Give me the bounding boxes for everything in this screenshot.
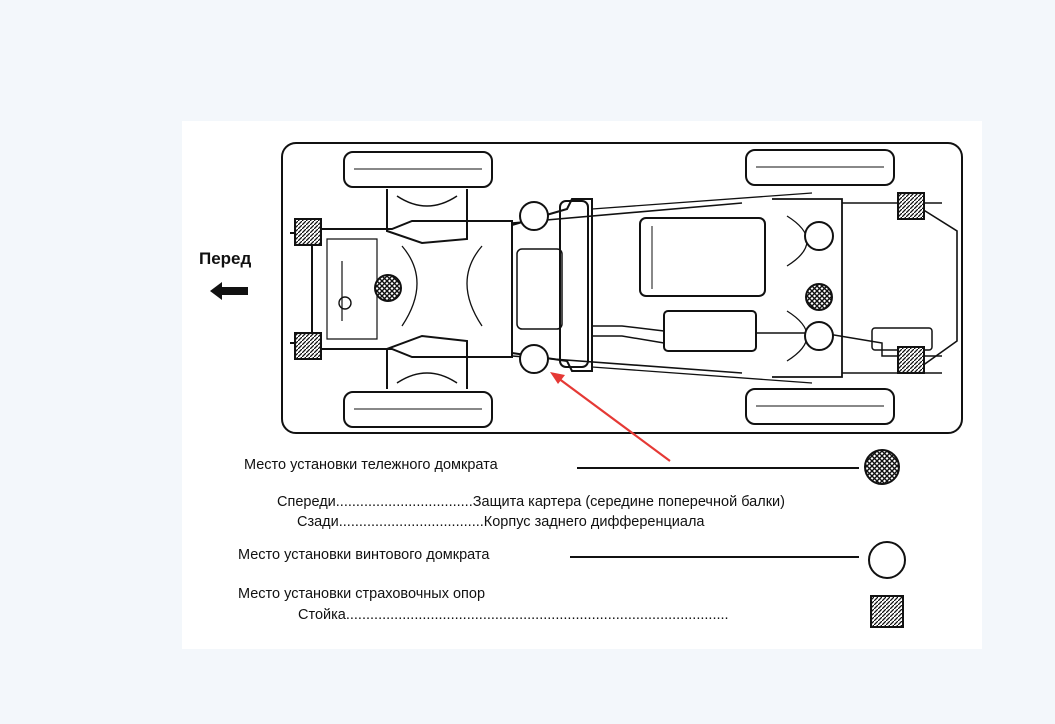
legend-rear-label: Сзади bbox=[297, 514, 339, 530]
muffler bbox=[663, 310, 757, 352]
fuel-tank bbox=[639, 217, 766, 297]
trolley-jack-point-front bbox=[374, 274, 402, 302]
legend-screw-jack-mark bbox=[868, 541, 906, 579]
safety-stand-point-front-right bbox=[294, 332, 322, 360]
legend-stand-dots: ........................................… bbox=[345, 607, 729, 623]
vehicle-underbody-diagram bbox=[210, 142, 963, 628]
screw-jack-point-front-left bbox=[519, 201, 549, 231]
legend-stand-label: Стойка bbox=[298, 607, 346, 623]
legend-rear-row: Сзади...................................… bbox=[297, 514, 705, 530]
legend-trolley-jack-label: Место установки тележного домкрата bbox=[244, 457, 498, 473]
legend-safety-stands-label: Место установки страховочных опор bbox=[238, 586, 486, 602]
legend-safety-stand-mark bbox=[870, 595, 904, 628]
pointer-arrow bbox=[557, 377, 671, 462]
left-arrow-icon bbox=[210, 282, 248, 300]
legend-stand-row: Стойка..................................… bbox=[298, 607, 729, 623]
safety-stand-point-rear-right bbox=[897, 346, 925, 374]
screw-jack-point-rear-left bbox=[804, 221, 834, 251]
legend-trolley-jack-mark bbox=[864, 449, 900, 485]
legend-screw-jack-label: Место установки винтового домкрата bbox=[238, 547, 490, 563]
legend-rear-dots: .................................... bbox=[338, 514, 484, 530]
trolley-jack-point-rear bbox=[805, 283, 833, 311]
screw-jack-point-front-right bbox=[519, 344, 549, 374]
diagram-panel: Перед Место установки тележного домкрата… bbox=[182, 121, 982, 649]
legend-rear-value: Корпус заднего дифференциала bbox=[483, 514, 705, 530]
safety-stand-point-rear-left bbox=[897, 192, 925, 220]
legend-front-label: Спереди bbox=[277, 494, 336, 510]
safety-stand-point-front-left bbox=[294, 218, 322, 246]
direction-label: Перед bbox=[199, 249, 252, 268]
legend-front-value: Защита картера (середине поперечной балк… bbox=[472, 494, 785, 510]
vehicle-body-outline bbox=[281, 142, 963, 434]
legend-front-dots: .................................. bbox=[335, 494, 473, 510]
screw-jack-point-rear-right bbox=[804, 321, 834, 351]
legend-front-row: Спереди.................................… bbox=[277, 494, 785, 510]
